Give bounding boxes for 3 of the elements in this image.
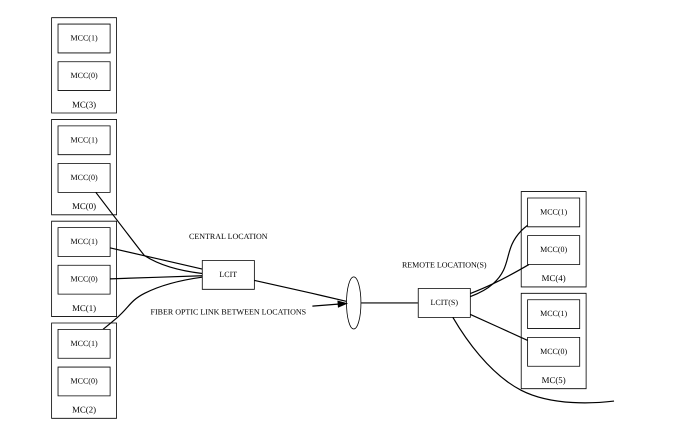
label: CENTRAL LOCATION	[188, 232, 268, 242]
label: REMOTE LOCATION(S)	[401, 260, 486, 270]
node-text: FIBER OPTIC LINK BETWEEN LOCATIONS	[150, 308, 306, 317]
